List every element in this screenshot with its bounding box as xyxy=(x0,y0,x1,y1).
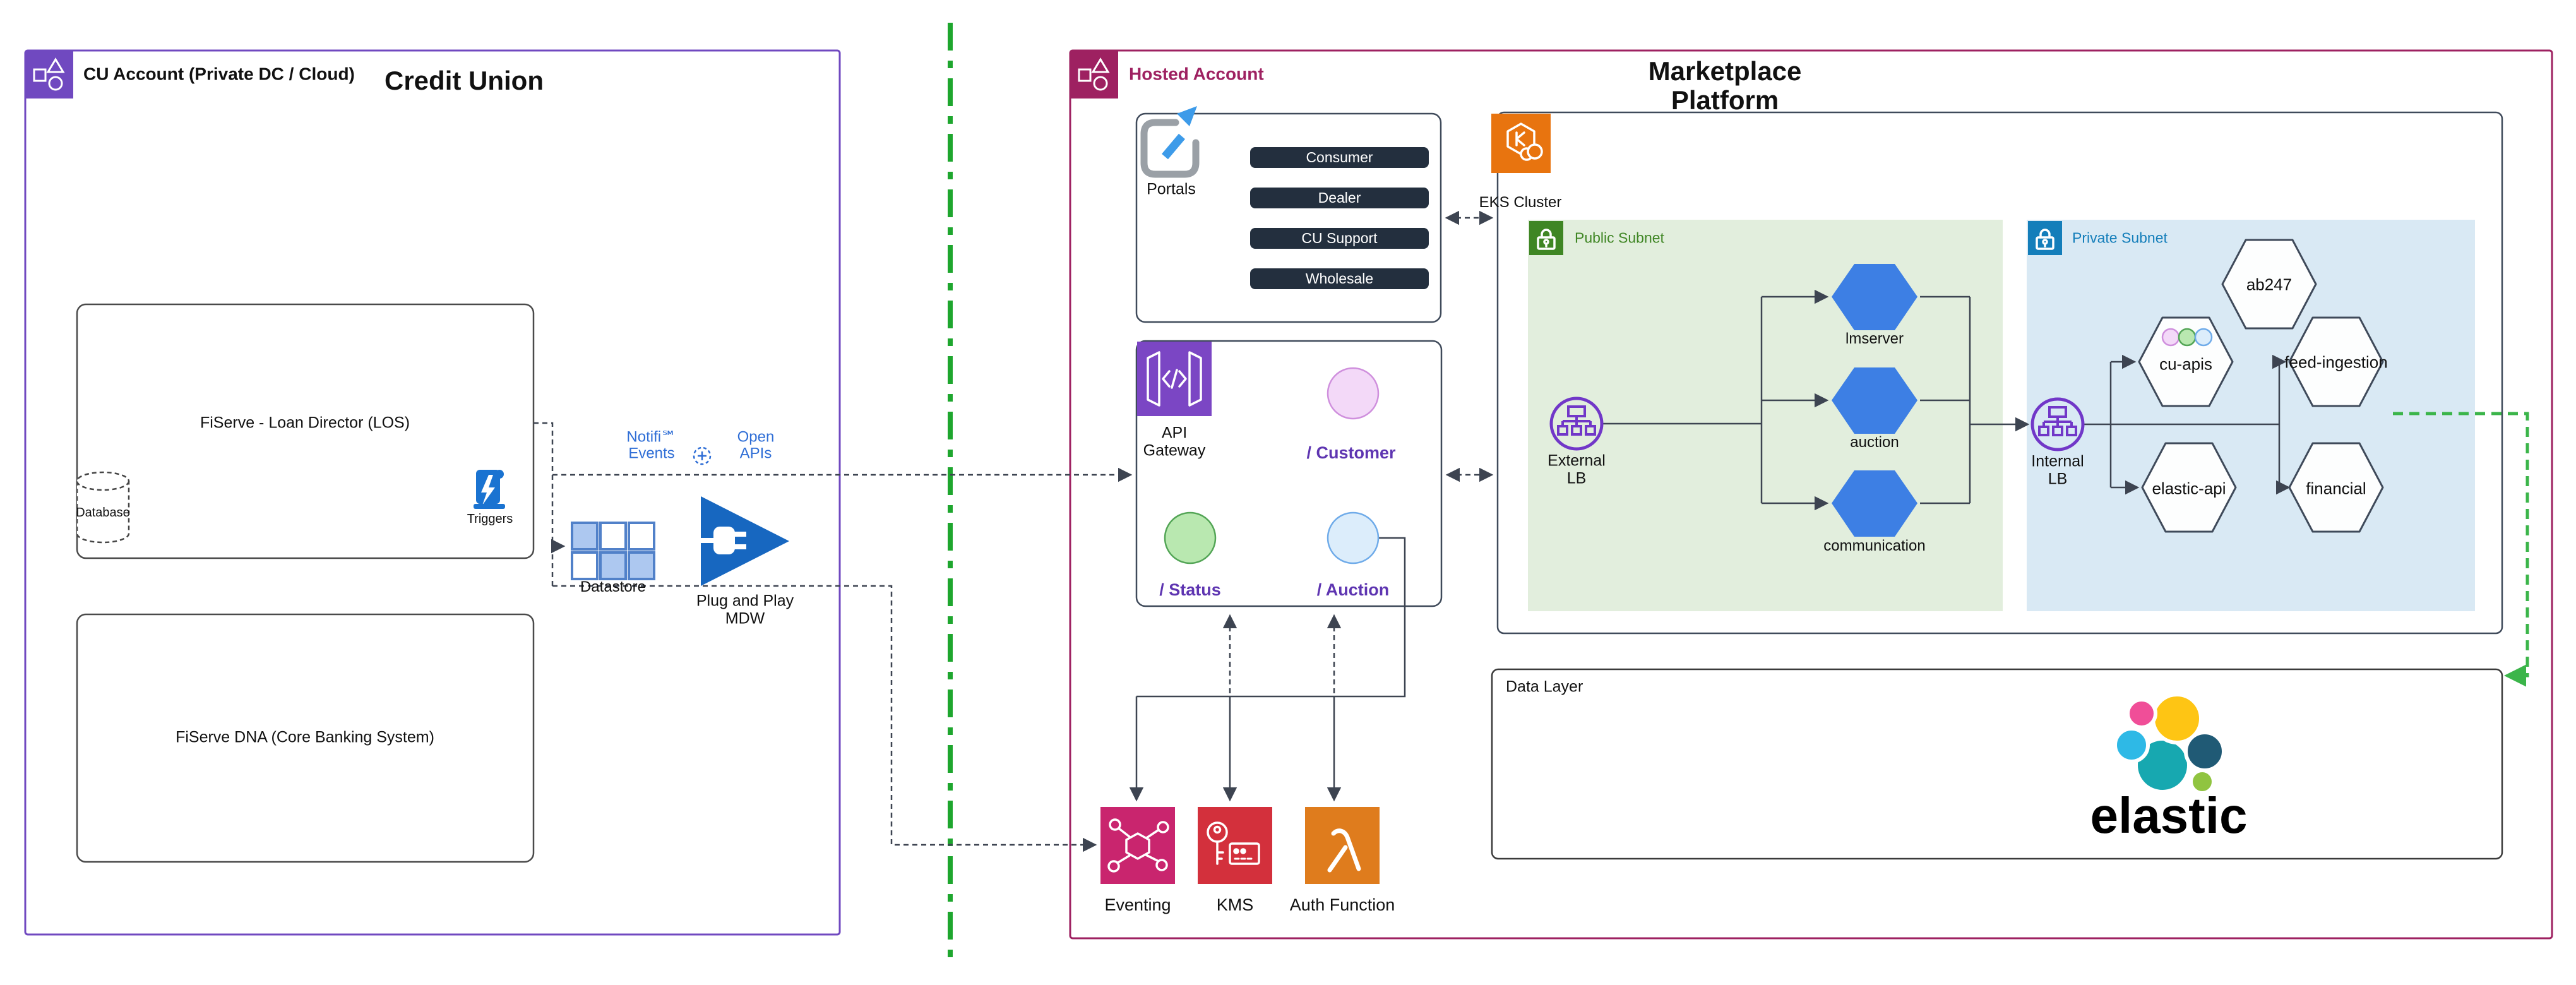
endpoint-auction-label: / Auction xyxy=(1316,580,1390,600)
connectors xyxy=(534,210,2529,852)
public-subnet-label: Public Subnet xyxy=(1575,229,1664,246)
eks-cluster-label: EKS Cluster xyxy=(1479,193,1562,211)
portal-button-consumer[interactable]: Consumer xyxy=(1250,147,1429,168)
service-communication-label: communication xyxy=(1823,537,1926,554)
cu-account-icon xyxy=(33,57,65,91)
service-elastic-api-hexagon xyxy=(2141,442,2237,533)
service-feed-ingestion-hexagon xyxy=(2288,316,2384,407)
endpoint-customer-label: / Customer xyxy=(1306,443,1396,463)
service-financial-label: financial xyxy=(2306,479,2366,498)
database-icon xyxy=(76,471,130,544)
openapis-line1: Open xyxy=(737,428,775,446)
ext-lb-line2: LB xyxy=(1566,469,1587,487)
mdw-line2: MDW xyxy=(725,609,765,627)
fiserve-dna-label: FiServe DNA (Core Banking System) xyxy=(176,728,434,746)
lambda-icon xyxy=(1305,807,1380,884)
service-financial-hexagon xyxy=(2288,442,2384,533)
service-ab247-hexagon xyxy=(2221,239,2317,330)
openapis-line2: APIs xyxy=(739,445,772,462)
datastore-icon xyxy=(571,522,655,580)
service-auction-label: auction xyxy=(1850,433,1899,451)
notifi-line2: Events xyxy=(628,445,675,462)
service-lmserver-label: lmserver xyxy=(1845,330,1904,347)
cu-account-title: Credit Union xyxy=(385,65,544,95)
eks-cluster-icon xyxy=(1491,114,1551,173)
triggers-label: Triggers xyxy=(467,512,513,526)
elastic-feed-connector xyxy=(2393,412,2529,687)
triggers-icon xyxy=(474,470,505,509)
eventing-label: Eventing xyxy=(1104,895,1171,915)
int-lb-line1: Internal xyxy=(2031,452,2084,470)
datastore-label: Datastore xyxy=(580,578,647,595)
portals-box xyxy=(1135,112,1442,323)
private-subnet-lock-icon xyxy=(2028,221,2062,255)
service-auction-hexagon xyxy=(1832,367,1917,434)
plug-and-play-icon xyxy=(700,496,789,586)
service-feed-ingestion-label: feed-ingestion xyxy=(2284,352,2388,372)
kms-icon xyxy=(1198,807,1272,884)
internal-lb-icon xyxy=(2030,397,2085,451)
int-lb-line2: LB xyxy=(2048,470,2068,487)
private-subnet-label: Private Subnet xyxy=(2072,229,2168,246)
portal-button-wholesale[interactable]: Wholesale xyxy=(1250,268,1429,289)
hosted-account-icon xyxy=(1078,57,1110,91)
kms-label: KMS xyxy=(1216,895,1254,915)
service-ab247-label: ab247 xyxy=(2246,275,2293,294)
portal-button-dealer[interactable]: Dealer xyxy=(1250,188,1429,208)
fiserve-los-label: FiServe - Loan Director (LOS) xyxy=(200,414,410,432)
endpoint-auction-circle xyxy=(1327,511,1380,564)
cu-apis-endpoint-dots xyxy=(2161,328,2213,347)
elastic-logo xyxy=(2113,693,2226,795)
database-label: Database xyxy=(76,506,130,520)
ext-lb-line1: External xyxy=(1547,451,1606,470)
public-subnet-lock-icon xyxy=(1529,221,1563,255)
eventing-icon xyxy=(1100,807,1175,884)
fiserve-los-box xyxy=(76,303,535,559)
portals-icon xyxy=(1140,106,1200,178)
public-subnet-area xyxy=(1528,220,2003,611)
portals-label: Portals xyxy=(1147,180,1196,198)
notifi-line1: Notifi℠ xyxy=(626,428,677,446)
auth-function-label: Auth Function xyxy=(1289,895,1395,915)
external-lb-icon xyxy=(1549,397,1604,451)
api-gateway-icon xyxy=(1137,342,1212,416)
endpoint-status-label: / Status xyxy=(1159,580,1221,600)
service-communication-hexagon xyxy=(1832,470,1917,537)
service-elastic-api-label: elastic-api xyxy=(2152,479,2226,498)
api-line2: Gateway xyxy=(1143,441,1206,459)
mdw-line1: Plug and Play xyxy=(696,592,794,610)
title-line1: Marketplace xyxy=(1648,56,1802,86)
portal-button-cu-support[interactable]: CU Support xyxy=(1250,228,1429,249)
service-cu-apis-label: cu-apis xyxy=(2159,354,2212,374)
endpoint-status-circle xyxy=(1164,511,1217,564)
cu-account-header: CU Account (Private DC / Cloud) xyxy=(83,64,355,84)
service-lmserver-hexagon xyxy=(1832,264,1917,330)
api-line1: API xyxy=(1161,424,1188,442)
fiserve-dna-box xyxy=(76,613,535,863)
hosted-account-header: Hosted Account xyxy=(1129,64,1264,84)
title-line2: Platform xyxy=(1671,85,1779,115)
integration-icon xyxy=(693,446,712,465)
data-layer-label: Data Layer xyxy=(1506,678,1583,696)
elastic-wordmark: elastic xyxy=(2090,787,2248,844)
endpoint-customer-circle xyxy=(1327,367,1380,420)
data-layer-box xyxy=(1491,668,2503,860)
